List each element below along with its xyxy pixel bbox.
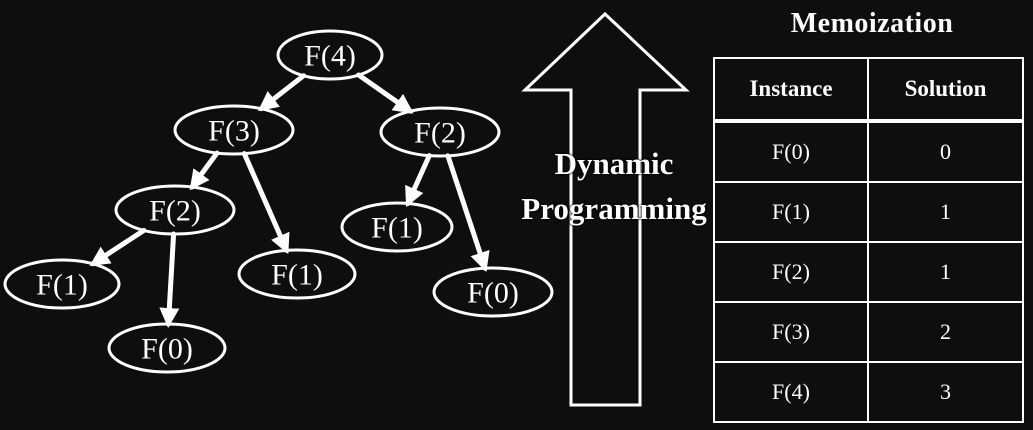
instance-cell: F(4) xyxy=(713,361,869,423)
dp-label-line-2: Programming xyxy=(521,191,707,226)
table-row: F(0) 0 xyxy=(713,120,1024,183)
table-row: F(2) 1 xyxy=(713,241,1024,303)
tree-edge xyxy=(445,153,490,272)
solution-cell: 1 xyxy=(867,181,1024,243)
tree-node-label: F(1) xyxy=(36,269,88,302)
tree-edges xyxy=(89,72,490,328)
table-row: F(1) 1 xyxy=(713,181,1024,243)
instance-cell: F(0) xyxy=(713,120,869,183)
header-solution: Solution xyxy=(867,57,1024,123)
tree-node-ellipse xyxy=(3,258,121,310)
tree-edge xyxy=(159,231,180,328)
tree-node-label: F(1) xyxy=(271,259,323,292)
instance-cell: F(1) xyxy=(713,181,869,243)
tree-node-ellipse xyxy=(432,266,554,318)
tree-edge xyxy=(89,227,147,267)
tree-node: F(2) xyxy=(379,106,501,158)
instance-cell: F(2) xyxy=(713,241,869,303)
tree-node-ellipse xyxy=(114,184,236,236)
table-row: F(4) 3 xyxy=(713,361,1024,423)
memoization-title: Memoization xyxy=(790,8,954,39)
tree-node: F(1) xyxy=(237,248,357,300)
table-header-row: Instance Solution xyxy=(713,57,1024,123)
tree-node: F(1) xyxy=(340,201,454,253)
tree-edge xyxy=(258,73,307,112)
tree-node-label: F(1) xyxy=(371,212,423,245)
tree-edge xyxy=(356,72,414,114)
tree-edge xyxy=(189,150,220,191)
tree-node-label: F(4) xyxy=(304,40,356,73)
tree-node-label: F(2) xyxy=(414,117,466,150)
solution-cell: 0 xyxy=(867,120,1024,183)
tree-node-ellipse xyxy=(340,201,454,253)
tree-node: F(0) xyxy=(107,322,227,374)
solution-cell: 1 xyxy=(867,241,1024,303)
dp-label-line-1: Dynamic xyxy=(554,146,674,181)
tree-node: F(2) xyxy=(114,184,236,236)
solution-cell: 2 xyxy=(867,301,1024,363)
tree-node-ellipse xyxy=(276,29,384,81)
tree-node-ellipse xyxy=(107,322,227,374)
tree-node: F(1) xyxy=(3,258,121,310)
instance-cell: F(3) xyxy=(713,301,869,363)
tree-node-ellipse xyxy=(237,248,357,300)
tree-node-ellipse xyxy=(173,104,295,156)
memoization-table: Instance Solution F(0) 0 F(1) 1 F(2) 1 F… xyxy=(713,57,1024,423)
header-instance: Instance xyxy=(713,57,869,123)
tree-node: F(4) xyxy=(276,29,384,81)
tree-node: F(3) xyxy=(173,104,295,156)
table-row: F(3) 2 xyxy=(713,301,1024,363)
tree-node-label: F(3) xyxy=(208,115,260,148)
tree-node-label: F(0) xyxy=(141,333,193,366)
tree-nodes: F(4) F(3) F(2) F(2) F(1) F(1) F(1) F(0) F(0) xyxy=(3,29,554,374)
solution-cell: 3 xyxy=(867,361,1024,423)
tree-edge xyxy=(241,151,290,255)
dynamic-programming-arrow xyxy=(521,11,690,407)
tree-node-label: F(0) xyxy=(467,277,519,310)
tree-node: F(0) xyxy=(432,266,554,318)
tree-node-ellipse xyxy=(379,106,501,158)
tree-node-label: F(2) xyxy=(149,195,201,228)
tree-edge xyxy=(405,153,432,208)
